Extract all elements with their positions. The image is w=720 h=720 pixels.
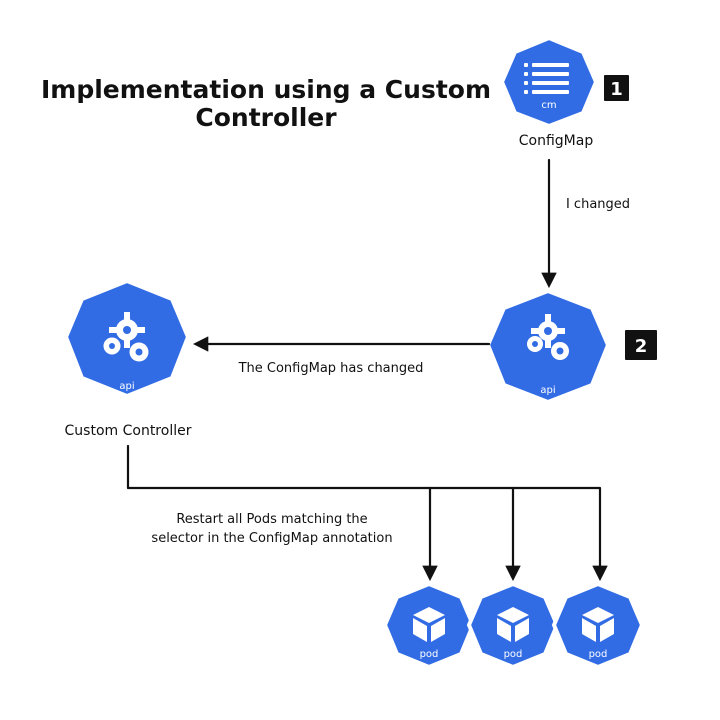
diagram-title: Implementation using a Custom Controller	[41, 75, 491, 132]
edge-controller-to-pods-label-line-1: Restart all Pods matching the	[176, 512, 367, 527]
title-line-2: Controller	[195, 103, 337, 132]
custom-controller-icon-caption: api	[119, 381, 134, 392]
step-badge-2-text: 2	[635, 336, 648, 357]
title-line-1: Implementation using a Custom	[41, 75, 491, 104]
edge-api-to-controller: The ConfigMap has changed	[192, 336, 491, 376]
cube-icon	[497, 607, 529, 642]
custom-controller-label: Custom Controller	[65, 423, 192, 439]
pod-icon-caption: pod	[420, 649, 439, 660]
edge-controller-to-pods-label-line-2: selector in the ConfigMap annotation	[151, 531, 392, 546]
pod-icon-caption: pod	[504, 649, 523, 660]
pod-icon-caption: pod	[589, 649, 608, 660]
step-badge-1-text: 1	[610, 79, 623, 100]
pod-icon	[466, 581, 560, 670]
pod-icon	[551, 581, 645, 670]
pod-node-3[interactable]: pod	[551, 581, 645, 670]
pod-node-2[interactable]: pod	[466, 581, 560, 670]
custom-controller-node[interactable]: api Custom Controller	[63, 278, 192, 439]
configmap-icon-caption: cm	[541, 100, 556, 111]
pod-icon	[382, 581, 476, 670]
step-badge-1: 1	[604, 75, 629, 101]
cube-icon	[413, 607, 445, 642]
configmap-node[interactable]: cm ConfigMap	[499, 35, 599, 149]
api-server-node[interactable]: api	[485, 288, 611, 405]
edge-controller-to-pods: Restart all Pods matching the selector i…	[126, 444, 608, 582]
pod-node-1[interactable]: pod	[382, 581, 476, 670]
edge-api-to-controller-label: The ConfigMap has changed	[238, 361, 424, 376]
configmap-lines-icon	[524, 63, 569, 94]
edge-configmap-to-api: I changed	[541, 158, 630, 289]
edge-configmap-to-api-label: I changed	[566, 197, 630, 212]
gear-icon	[527, 314, 569, 360]
configmap-label: ConfigMap	[519, 133, 594, 149]
cube-icon	[582, 607, 614, 642]
gear-icon	[103, 312, 149, 362]
step-badge-2: 2	[625, 330, 657, 360]
api-server-icon-caption: api	[540, 385, 555, 396]
